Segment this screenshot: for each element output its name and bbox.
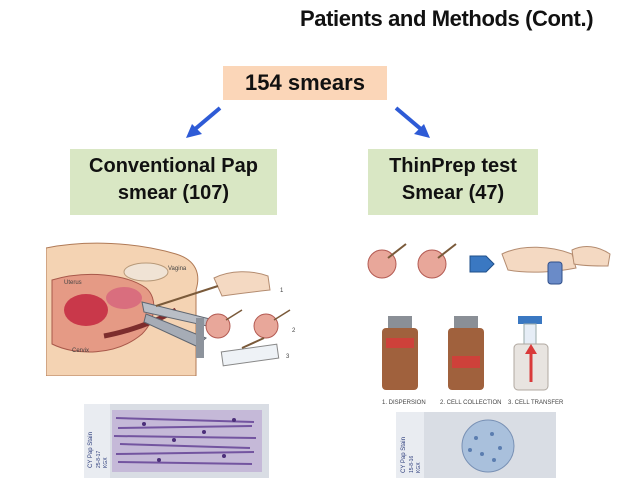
label-uterus: Uterus <box>64 280 82 286</box>
left-slide-label-2: 25-8-17 <box>96 451 102 468</box>
root-node-smears-total: 154 smears <box>223 66 387 100</box>
left-slide-label-1: CY Pap Stain <box>88 432 94 468</box>
label-cervix: Cervix <box>72 348 89 354</box>
conventional-pap-procedure-illustration: Uterus Vagina Cervix 1 2 3 <box>46 240 301 376</box>
arrow-right <box>394 106 430 138</box>
thinprep-step-2: 2. CELL COLLECTION <box>440 400 501 406</box>
node-conventional-pap: Conventional Pap smear (107) <box>70 149 277 215</box>
right-slide-label-3: KGX <box>416 462 422 473</box>
step-number-1: 1 <box>280 288 284 294</box>
node-conventional-pap-line2: smear (107) <box>117 182 230 204</box>
label-vagina: Vagina <box>168 266 187 272</box>
node-thinprep-line2: Smear (47) <box>401 182 505 204</box>
thinprep-step-1: 1. DISPERSION <box>382 400 426 406</box>
thinprep-collection-illustration <box>367 243 611 285</box>
left-slide-label-3: KGX <box>103 457 109 468</box>
thinprep-slide-image: CY Pap Stain 15-8-16 KGX <box>396 412 556 478</box>
conventional-pap-slide-image: CY Pap Stain 25-8-17 KGX <box>84 404 269 478</box>
right-slide-label-1: CY Pap Stain <box>401 437 407 473</box>
arrow-left <box>186 106 222 138</box>
node-thinprep-line1: ThinPrep test <box>389 155 517 177</box>
node-conventional-pap-line1: Conventional Pap <box>89 155 258 177</box>
thinprep-step-3: 3. CELL TRANSFER <box>508 400 564 406</box>
step-number-3: 3 <box>286 354 290 360</box>
node-thinprep: ThinPrep test Smear (47) <box>368 149 538 215</box>
thinprep-processing-illustration: 1. DISPERSION 2. CELL COLLECTION 3. CELL… <box>382 316 564 406</box>
step-number-2: 2 <box>292 328 296 334</box>
right-slide-label-2: 15-8-16 <box>409 456 415 473</box>
slide-title: Patients and Methods (Cont.) <box>300 6 594 31</box>
